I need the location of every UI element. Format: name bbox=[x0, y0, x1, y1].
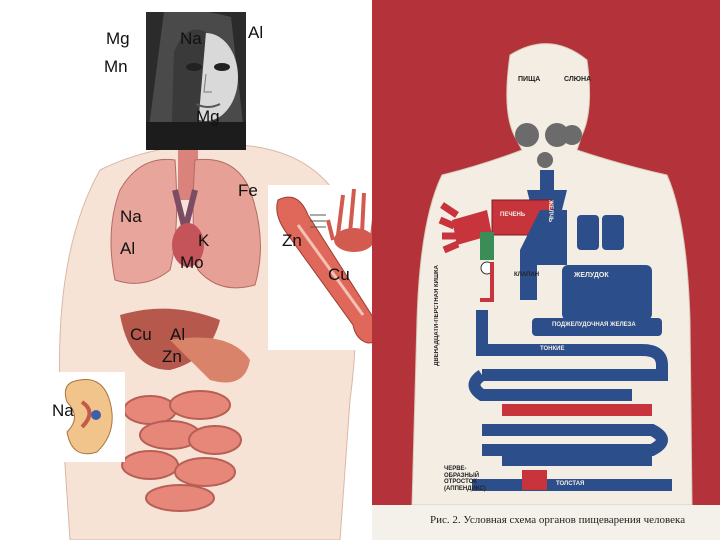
label-mn: Mn bbox=[104, 57, 128, 76]
label-small-intestine: ТОНКИЕ bbox=[540, 346, 565, 352]
face-photo bbox=[146, 12, 246, 150]
label-appendix: ЧЕРВЕ-ОБРАЗНЫЙ ОТРОСТОК (АППЕНДИКС) bbox=[444, 466, 486, 492]
label-fe: Fe bbox=[238, 181, 258, 200]
label-al-top: Al bbox=[248, 23, 264, 42]
label-large-intestine: ТОЛСТАЯ bbox=[556, 481, 585, 487]
label-saliva: СЛЮНА bbox=[564, 76, 592, 83]
label-al-lung: Al bbox=[120, 239, 136, 258]
label-cu-arm: Cu bbox=[328, 265, 350, 284]
label-mo: Mo bbox=[180, 253, 204, 272]
label-bile: ЖЕЛЧЬ bbox=[547, 200, 553, 223]
label-valve: КЛАПАН bbox=[514, 272, 540, 278]
label-food: ПИЩА bbox=[518, 76, 541, 83]
label-stomach: ЖЕЛУДОК bbox=[574, 272, 609, 279]
label-zn-abdomen: Zn bbox=[162, 347, 182, 366]
digestion-poster: ПИЩА СЛЮНА ПЕЧЕНЬ ЖЕЛЧЬ КЛАПАН ЖЕЛУДОК Д… bbox=[372, 0, 720, 540]
kidney-illustration bbox=[52, 372, 125, 462]
lungs-illustration bbox=[100, 150, 270, 295]
label-zn-arm: Zn bbox=[282, 231, 302, 250]
figure-caption: Рис. 2. Условная схема органов пищеварен… bbox=[430, 514, 686, 526]
caption-strip bbox=[372, 505, 720, 540]
label-na-kidney: Na bbox=[52, 401, 74, 420]
label-k: K bbox=[198, 231, 210, 250]
label-na-lung: Na bbox=[120, 207, 142, 226]
label-duodenum: ДВЕНАДЦАТИ-ПЕРСТНАЯ КИШКА bbox=[434, 265, 440, 366]
label-na-top: Na bbox=[180, 29, 202, 48]
label-liver: ПЕЧЕНЬ bbox=[500, 212, 526, 218]
label-mg-face: Mg bbox=[196, 107, 220, 126]
label-al-abdomen: Al bbox=[170, 325, 186, 344]
label-pancreas: ПОДЖЕЛУДОЧНАЯ ЖЕЛЕЗА bbox=[552, 322, 636, 328]
label-cu-abdomen: Cu bbox=[130, 325, 152, 344]
digestive-organs-illustration bbox=[110, 300, 260, 515]
label-mg-top: Mg bbox=[106, 29, 130, 48]
